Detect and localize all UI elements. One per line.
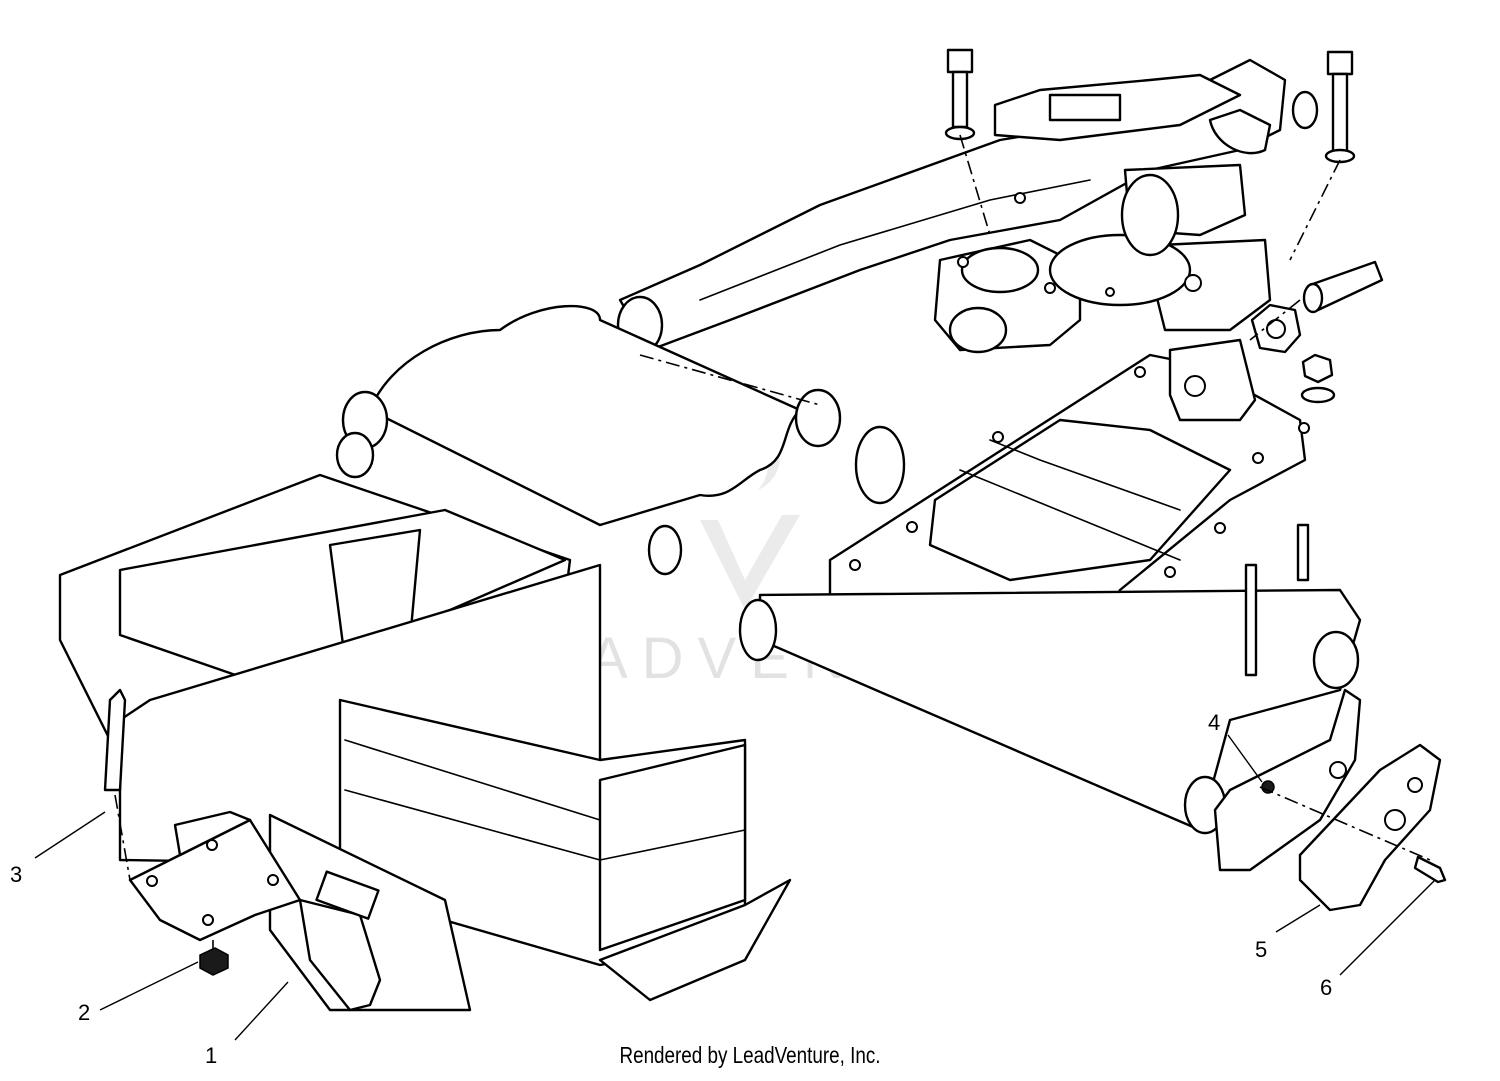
- callout-numbers: 1 2 3 4 5 6: [10, 710, 1332, 1068]
- pivot-pin: [1302, 260, 1384, 314]
- screw: [1413, 855, 1447, 884]
- callout-3: 3: [10, 862, 22, 887]
- callout-5: 5: [1255, 937, 1267, 962]
- hub-assembly: [933, 163, 1272, 354]
- callout-2: 2: [78, 1000, 90, 1025]
- left-bracket: [128, 810, 382, 1012]
- callout-6: 6: [1320, 975, 1332, 1000]
- clip-plate: [1298, 743, 1442, 912]
- leader-lines: [34, 734, 1436, 1041]
- left-nut: [199, 947, 229, 976]
- right-u-bracket: [1213, 688, 1362, 872]
- left-u-bolt: [103, 688, 127, 792]
- top-left-bolt: [944, 48, 976, 141]
- top-right-bolt: [1324, 50, 1356, 164]
- upper-left-roller: [335, 304, 906, 576]
- alignment-lines: [114, 134, 1431, 950]
- hex-nut: [1250, 303, 1302, 354]
- lock-nut-washer: [1300, 353, 1336, 404]
- render-credit: Rendered by LeadVenture, Inc.: [619, 1042, 881, 1068]
- callout-1: 1: [205, 1043, 217, 1068]
- lower-right-tube: [738, 523, 1362, 835]
- upper-arm-assembly: [616, 58, 1319, 355]
- callout-4: 4: [1208, 710, 1220, 735]
